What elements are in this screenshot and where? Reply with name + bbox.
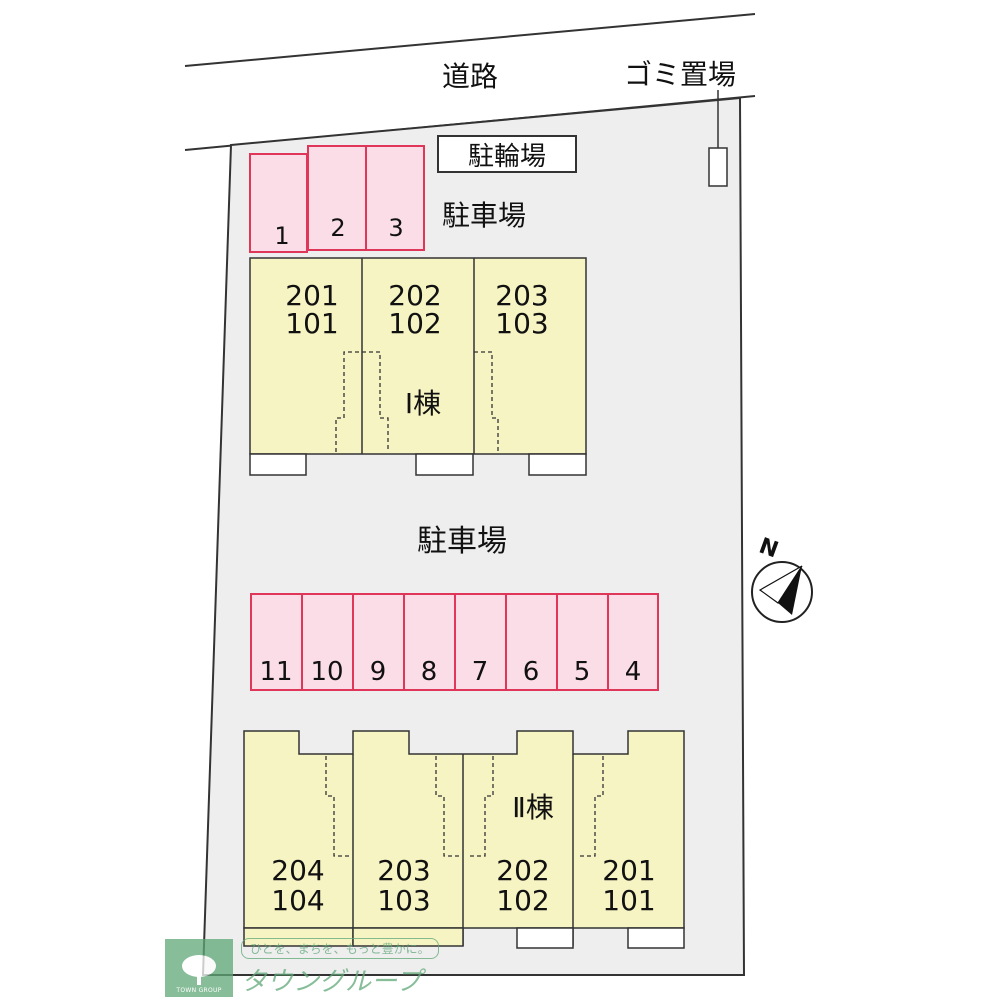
stair-outline	[325, 756, 350, 857]
bicycle-parking-label: 駐輪場	[467, 141, 546, 172]
stair-outline	[335, 351, 389, 452]
garbage-area-label: ゴミ置場	[624, 58, 736, 91]
unit-number-upper: 202	[496, 854, 549, 887]
unit-number-upper: 203	[495, 279, 548, 312]
parking-space-label: 10	[310, 657, 343, 687]
parking-space-label: 4	[625, 657, 642, 687]
parking-space-label: 8	[421, 657, 438, 687]
unit-number-upper: 203	[377, 854, 430, 887]
parking-space-5	[556, 593, 609, 691]
parking-space-label: 1	[274, 222, 289, 250]
stair-outline	[577, 756, 604, 857]
parking-space-label: 5	[574, 657, 591, 687]
stair-outline	[435, 756, 460, 857]
parking-space-3	[365, 145, 425, 251]
parking-space-2	[307, 145, 367, 251]
parking-space-8	[403, 593, 456, 691]
town-group-logo: TOWN GROUP ひとを、まちを、もっと豊かに。 タウングループ	[165, 938, 439, 998]
top-parking: 1 2 3	[249, 145, 425, 253]
unit-number-lower: 102	[496, 884, 549, 917]
parking-space-label: 6	[523, 657, 540, 687]
unit-number-lower: 101	[602, 884, 655, 917]
logo-name: タウングループ	[241, 967, 422, 997]
building-2-label: Ⅱ棟	[512, 791, 554, 824]
compass-arrow-outline	[758, 565, 803, 604]
unit-number-upper: 201	[602, 854, 655, 887]
compass-arrow	[778, 566, 802, 615]
unit-number-lower: 104	[271, 884, 324, 917]
parking-space-label: 3	[388, 214, 403, 242]
parking-label-middle: 駐車場	[417, 524, 507, 559]
logo-text: ひとを、まちを、もっと豊かに。 タウングループ	[241, 938, 439, 998]
tree-icon	[182, 955, 216, 985]
middle-parking: 11 10 9 8 7 6 5 4	[250, 593, 659, 691]
entrance-step	[528, 453, 587, 476]
unit-number-upper: 201	[285, 279, 338, 312]
unit-number-lower: 102	[388, 307, 441, 340]
parking-space-label: 7	[472, 657, 489, 687]
parking-space-label: 11	[259, 657, 292, 687]
logo-mark: TOWN GROUP	[165, 939, 233, 997]
building-2: Ⅱ棟 204 104 203 103 202 102 201 101	[243, 730, 685, 949]
unit-number-upper: 204	[271, 854, 324, 887]
north-compass: N	[751, 534, 813, 623]
building-1-label: Ⅰ棟	[405, 387, 441, 420]
stair-outline	[467, 756, 494, 857]
parking-space-9	[352, 593, 405, 691]
parking-space-6	[505, 593, 558, 691]
parking-label-top: 駐車場	[442, 199, 526, 232]
road-label: 道路	[442, 60, 498, 93]
compass-n-label: N	[756, 534, 782, 564]
building-2-body	[243, 730, 685, 929]
garbage-area	[708, 147, 728, 187]
parking-space-label: 9	[370, 657, 387, 687]
entrance-step	[415, 453, 474, 476]
bicycle-parking-sign: 駐輪場	[437, 135, 577, 173]
parking-space-7	[454, 593, 507, 691]
entrance-step	[516, 927, 574, 949]
logo-caption: TOWN GROUP	[176, 987, 222, 994]
building-1-body	[249, 257, 587, 455]
building-1: 201 101 202 102 203 103 Ⅰ棟	[249, 257, 587, 476]
parking-space-10	[301, 593, 354, 691]
road-edge-top	[184, 13, 756, 67]
parking-space-1	[249, 153, 308, 253]
stair-outline	[474, 351, 499, 452]
unit-number-lower: 103	[495, 307, 548, 340]
parking-space-label: 2	[330, 214, 345, 242]
unit-number-upper: 202	[388, 279, 441, 312]
entrance-step	[249, 453, 307, 476]
parking-space-4	[607, 593, 659, 691]
entrance-step	[627, 927, 685, 949]
unit-number-lower: 101	[285, 307, 338, 340]
logo-tagline: ひとを、まちを、もっと豊かに。	[241, 938, 439, 959]
unit-number-lower: 103	[377, 884, 430, 917]
